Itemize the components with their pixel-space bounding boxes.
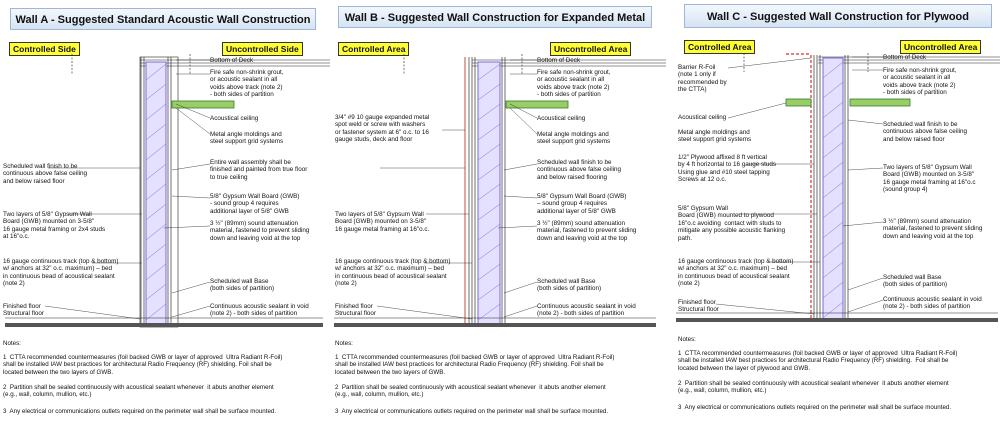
wall-a-callout-moldings: Metal angle moldings and steel support g… xyxy=(210,131,284,146)
wall-b-callout-moldings: Metal angle moldings and steel support g… xyxy=(537,131,611,146)
wall-c-notes-heading: Notes: xyxy=(678,336,696,343)
wall-a-callout-two-layers: Two layers of 5/8" Gypsum Wall Board (GW… xyxy=(3,211,106,241)
wall-b-insulation xyxy=(477,61,501,325)
wall-a-note-1: 1 CTTA recommended countermeasures (foil… xyxy=(3,354,283,376)
wall-a-callout-finish: Entire wall assembly shall be finished a… xyxy=(210,159,308,181)
wall-c-section-drawing xyxy=(676,53,1000,322)
wall-b-note-1: 1 CTTA recommended countermeasures (foil… xyxy=(335,354,615,376)
wall-b-callout-sealant: Continuous acoustic sealant in void (not… xyxy=(537,303,636,318)
wall-a-callout-wall-finish: Scheduled wall finish to be continuous a… xyxy=(3,163,88,185)
wall-c-note-3: 3 Any electrical or communications outle… xyxy=(678,404,952,411)
wall-b-callout-expanded-metal: 3/4" #9 10 gauge expanded metal spot wel… xyxy=(335,114,430,144)
wall-a-callout-gwb: 5/8" Gypsum Wall Board (GWB) - sound gro… xyxy=(210,193,300,215)
wall-b-notes-heading: Notes: xyxy=(335,340,353,347)
wall-a-section-drawing xyxy=(5,54,330,328)
wall-a-panel: Wall A - Suggested Standard Acoustic Wal… xyxy=(0,0,330,428)
wall-b-uncontrolled-label: Uncontrolled Area xyxy=(550,42,632,56)
wall-a-callout-sealant: Continuous acoustic sealant in void (not… xyxy=(210,303,309,318)
wall-b-controlled-label: Controlled Area xyxy=(338,42,410,56)
wall-c-note-2: 2 Partition shall be sealed continuously… xyxy=(678,380,949,395)
wall-a-notes-heading: Notes: xyxy=(3,340,21,347)
wall-b-callout-floor: Finished floor Structural floor xyxy=(335,303,376,318)
wall-c-callout-barrier-foil: Barrier R-Foil (note 1 only if recommend… xyxy=(678,64,727,94)
wall-c-floor-slab xyxy=(676,318,998,322)
wall-c-insulation xyxy=(822,57,844,321)
wall-a-controlled-label: Controlled Side xyxy=(9,42,80,56)
wall-a-callout-base: Scheduled wall Base (both sides of parti… xyxy=(210,278,275,293)
wall-b-note-2: 2 Partition shall be sealed continuously… xyxy=(335,384,606,399)
wall-b-floor-slab xyxy=(334,323,656,327)
wall-a-uncontrolled-label: Uncontrolled Side xyxy=(222,42,303,56)
wall-b-callout-two-layers: Two layers of 5/8" Gypsum Wall Board (GW… xyxy=(335,211,430,233)
wall-b-callout-gwb: 5/8" Gypsum Wall Board (GWB) – sound gro… xyxy=(537,193,627,215)
wall-a-insulation xyxy=(145,61,167,325)
wall-b-section-drawing xyxy=(334,54,666,327)
wall-c-title: Wall C - Suggested Wall Construction for… xyxy=(684,4,992,28)
wall-c-controlled-label: Controlled Area xyxy=(684,40,756,54)
wall-c-uncontrolled-label: Uncontrolled Area xyxy=(900,40,982,54)
wall-c-callout-gwb-plywood: 5/8" Gypsum Wall Board (GWB) mounted to … xyxy=(678,205,786,242)
wall-b-callout-bottom-of-deck: Bottom of Deck xyxy=(537,57,581,64)
wall-c-callout-plywood: 1/2" Plywood affixed 8 ft vertical by 4 … xyxy=(678,154,777,184)
wall-b-callout-insulation: 3 ½" (89mm) sound attenuation material, … xyxy=(537,220,637,242)
wall-a-callout-floor: Finished floor Structural floor xyxy=(3,303,44,318)
wall-c-callout-finish: Scheduled wall finish to be continuous a… xyxy=(883,121,968,143)
wall-b-ceiling-grid xyxy=(505,100,569,109)
wall-c-callout-track: 16 gauge continuous track (top & bottom)… xyxy=(678,258,794,288)
wall-a-callout-insulation: 3 ½" (89mm) sound attenuation material, … xyxy=(210,220,310,242)
wall-a-floor-slab xyxy=(5,323,323,327)
wall-c-ceiling-grid xyxy=(849,98,911,107)
wall-b-title: Wall B - Suggested Wall Construction for… xyxy=(338,6,652,28)
wall-c-callout-two-layers: Two layers of 5/8" Gypsum Wall Board (GW… xyxy=(883,164,976,194)
wall-c-callout-moldings: Metal angle moldings and steel support g… xyxy=(678,129,752,144)
wall-a-ceiling-grid xyxy=(171,100,235,109)
wall-b-panel: Wall B - Suggested Wall Construction for… xyxy=(332,0,666,428)
wall-b-callout-grout: Fire safe non-shrink grout, or acoustic … xyxy=(537,69,611,99)
wall-c-callout-insulation: 3 ½" (89mm) sound attenuation material, … xyxy=(883,218,983,240)
wall-c-callout-sealant: Continuous acoustic sealant in void (not… xyxy=(883,296,982,311)
wall-b-callout-finish: Scheduled wall finish to be continuous a… xyxy=(537,159,622,181)
wall-c-note-1: 1 CTTA recommended countermeasures (foil… xyxy=(678,350,958,372)
wall-c-callout-grout: Fire safe non-shrink grout, or acoustic … xyxy=(883,67,957,97)
wall-a-note-2: 2 Partition shall be sealed continuously… xyxy=(3,384,274,399)
wall-c-callout-floor: Finished floor Structural floor xyxy=(678,299,719,314)
wall-b-callout-base: Scheduled wall Base (both sides of parti… xyxy=(537,278,602,293)
wall-c-callout-bottom-of-deck: Bottom of Deck xyxy=(883,54,927,61)
wall-a-callout-bottom-of-deck: Bottom of Deck xyxy=(210,57,254,64)
wall-a-note-3: 3 Any electrical or communications outle… xyxy=(3,408,277,415)
wall-c-callout-ceiling: Acoustical ceiling xyxy=(678,114,727,121)
wall-b-callout-track: 16 gauge continuous track (top & bottom)… xyxy=(335,258,451,288)
wall-a-callout-track: 16 gauge continuous track (top & bottom)… xyxy=(3,258,119,288)
wall-a-callout-ceiling: Acoustical ceiling xyxy=(210,115,259,122)
wall-c-panel: Wall C - Suggested Wall Construction for… xyxy=(668,0,1000,428)
wall-b-callout-ceiling: Acoustical ceiling xyxy=(537,115,586,122)
wall-a-title: Wall A - Suggested Standard Acoustic Wal… xyxy=(10,8,316,30)
wall-c-callout-base: Scheduled wall Base (both sides of parti… xyxy=(883,274,948,289)
wall-a-callout-grout: Fire safe non-shrink grout, or acoustic … xyxy=(210,69,284,99)
wall-b-note-3: 3 Any electrical or communications outle… xyxy=(335,408,609,415)
